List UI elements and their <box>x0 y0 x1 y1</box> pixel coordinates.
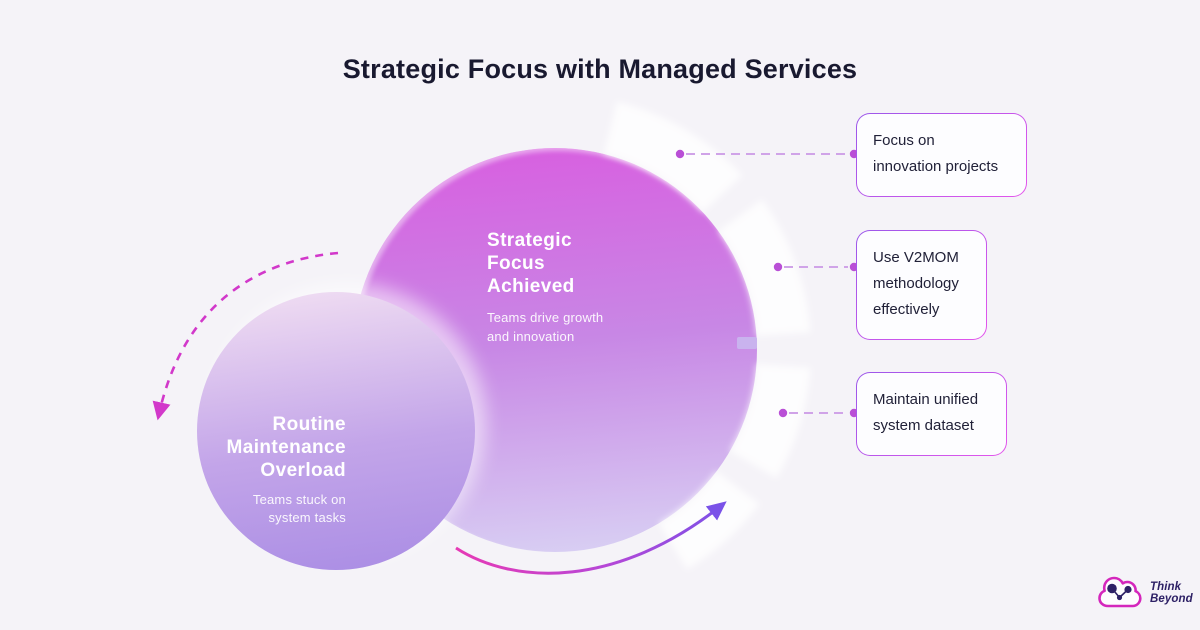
brand-name-line: Beyond <box>1150 593 1193 605</box>
brand-logo: Think Beyond <box>1097 575 1193 611</box>
primary-subtitle-line: and innovation <box>487 329 575 344</box>
callout-text-line: Use V2MOM <box>873 249 959 266</box>
connector-dot <box>675 149 685 159</box>
primary-circle-label: Strategic Focus Achieved Teams drive gro… <box>487 229 627 346</box>
secondary-title-line: Overload <box>260 460 346 481</box>
page-title: Strategic Focus with Managed Services <box>342 54 858 84</box>
secondary-subtitle-line: system tasks <box>268 510 346 525</box>
primary-title-line: Achieved <box>487 276 575 297</box>
secondary-subtitle-line: Teams stuck on <box>252 492 346 507</box>
callout-unified-dataset: Maintain unified system dataset <box>856 372 1007 456</box>
callout-text-line: Maintain unified <box>873 391 979 408</box>
connector-dot <box>773 262 783 272</box>
secondary-subtitle: Teams stuck on system tasks <box>180 491 346 527</box>
cloud-network-icon <box>1098 576 1142 608</box>
callout-text-line: effectively <box>873 301 940 318</box>
ring-segment <box>729 363 811 478</box>
secondary-title-line: Maintenance <box>226 437 346 458</box>
primary-title-line: Focus <box>487 253 545 274</box>
brand-name-line: Think <box>1150 581 1182 593</box>
primary-subtitle-line: Teams drive growth <box>487 310 604 325</box>
connector-3 <box>778 408 859 418</box>
connector-dot <box>778 408 788 418</box>
primary-title-line: Strategic <box>487 230 572 251</box>
callout-text-line: methodology <box>873 275 959 292</box>
callout-focus-innovation: Focus on innovation projects <box>856 113 1027 197</box>
callout-text-line: system dataset <box>873 417 974 434</box>
callout-v2mom-methodology: Use V2MOM methodology effectively <box>856 230 987 340</box>
callout-text-line: innovation projects <box>873 158 999 175</box>
primary-subtitle: Teams drive growth and innovation <box>487 308 627 346</box>
connector-1 <box>675 149 859 159</box>
brand-logo-text: Think Beyond <box>1150 581 1193 605</box>
connector-2 <box>773 262 859 272</box>
secondary-title-line: Routine <box>272 414 346 435</box>
callout-text-line: Focus on <box>873 132 935 149</box>
secondary-circle-label: Routine Maintenance Overload Teams stuck… <box>180 413 346 527</box>
